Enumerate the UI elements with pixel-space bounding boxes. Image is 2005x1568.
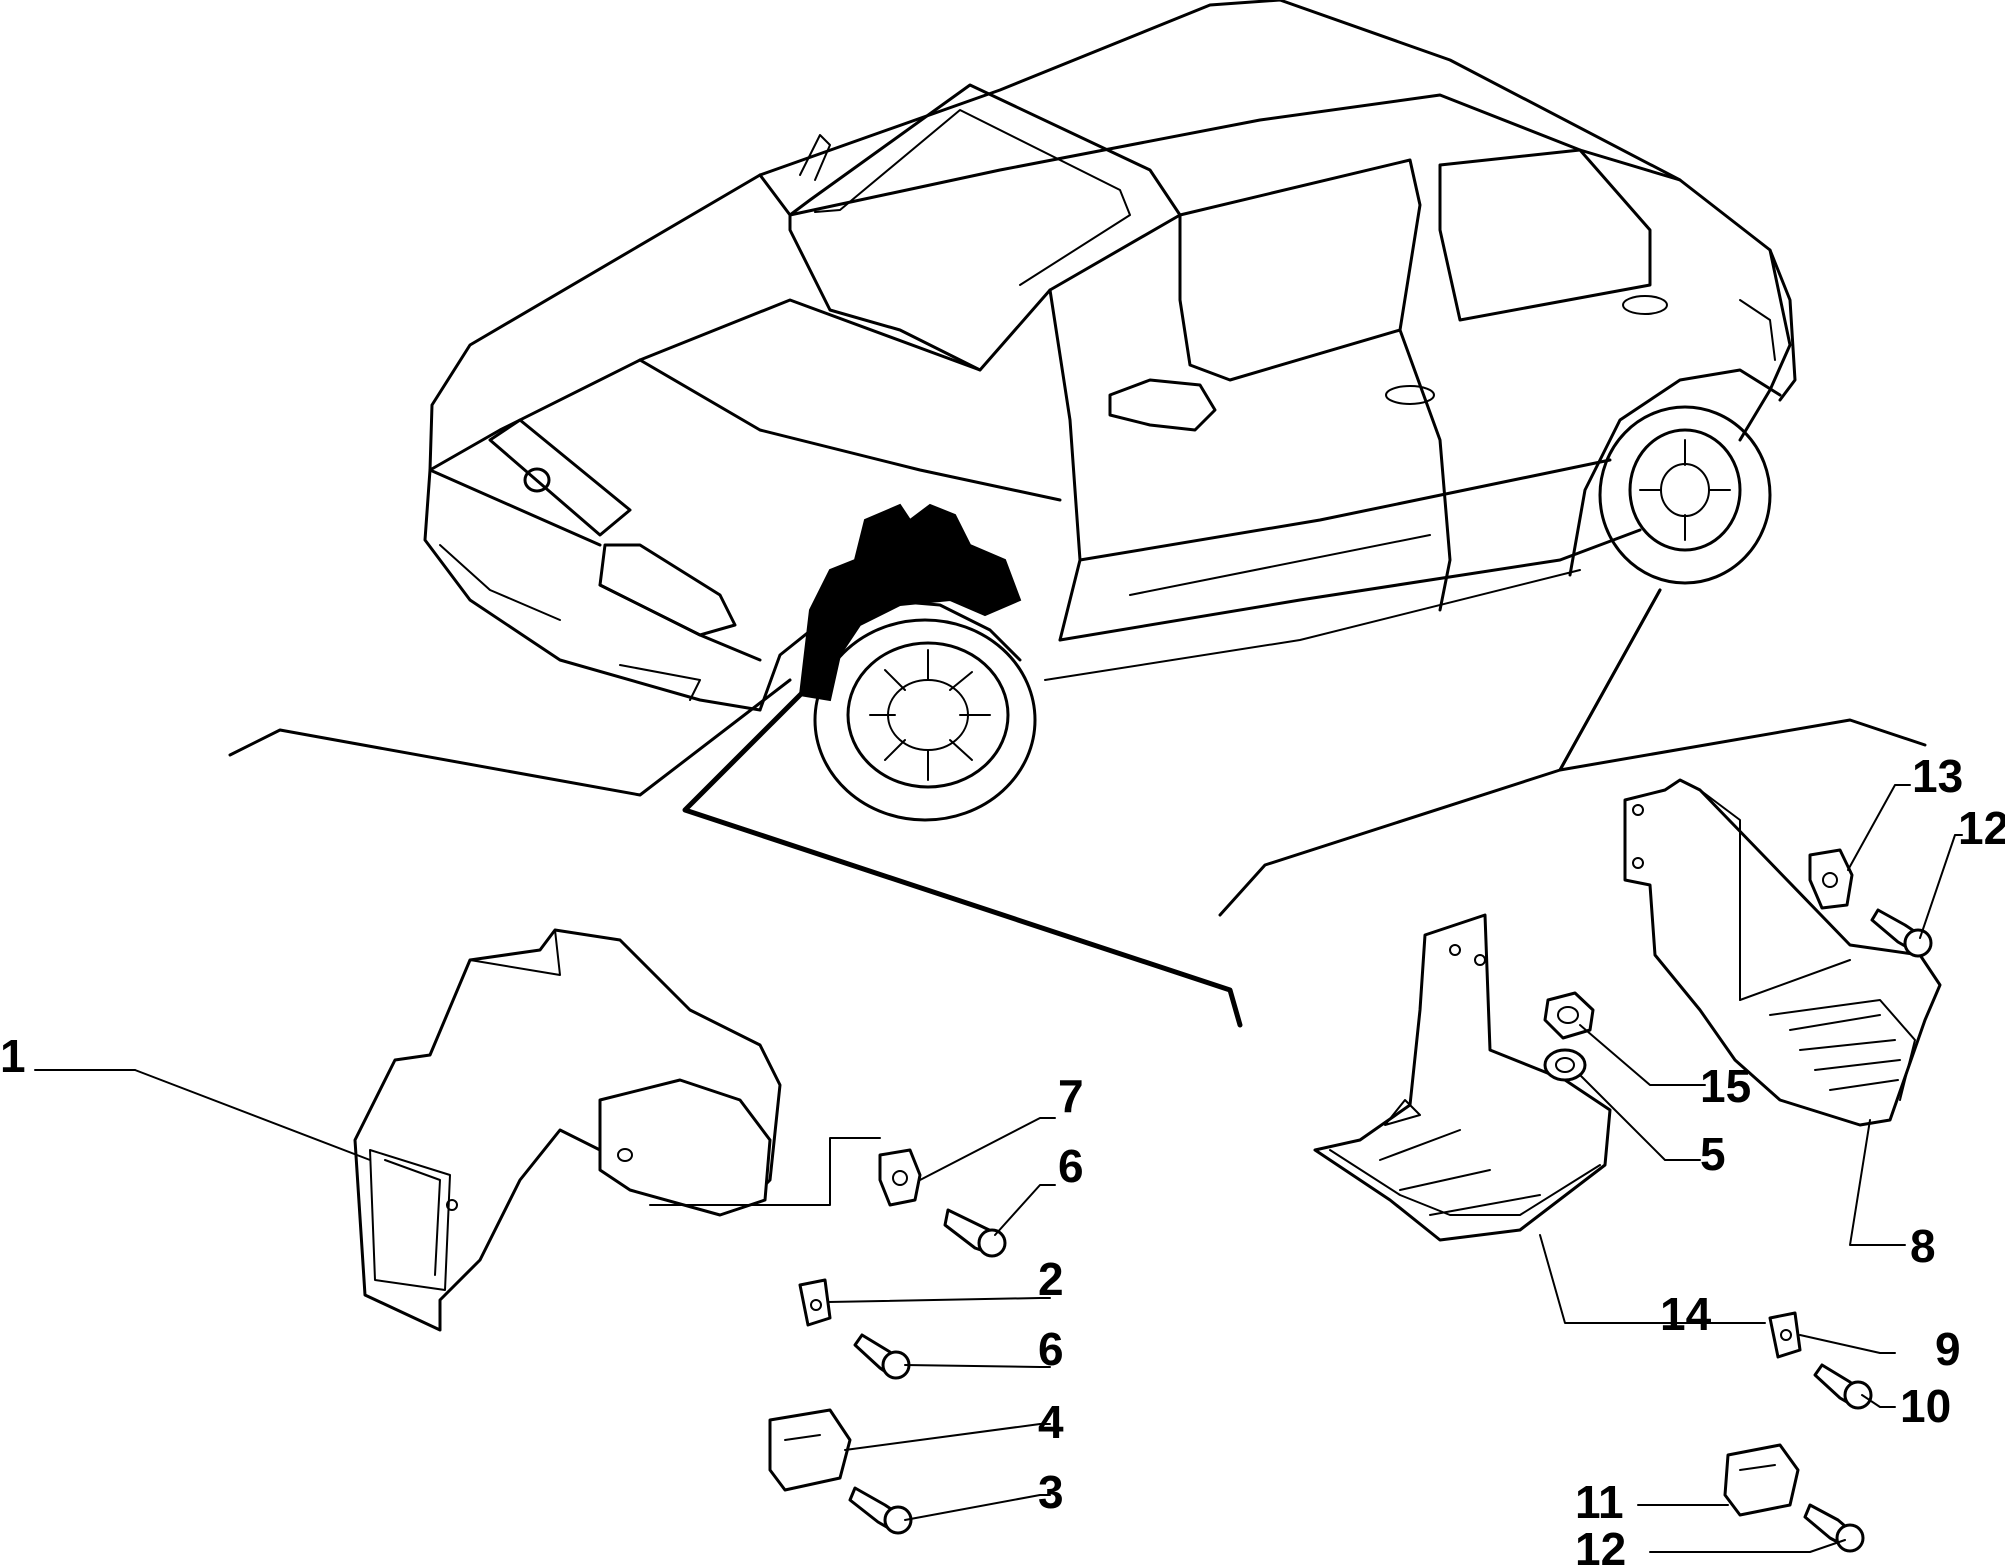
callout-7: 7 [1058, 1070, 1084, 1122]
callout-15: 15 [1700, 1060, 1751, 1112]
part-under-tray [1313, 913, 1612, 1242]
callout-6b: 6 [1038, 1323, 1064, 1375]
callout-4: 4 [1038, 1396, 1064, 1448]
callout-6a: 6 [1058, 1140, 1084, 1192]
callout-10: 10 [1900, 1380, 1951, 1432]
callout-12b: 12 [1575, 1523, 1626, 1568]
car-illustration [423, 0, 1797, 822]
part-wheel-arch-liner [353, 928, 782, 1332]
callout-13: 13 [1912, 750, 1963, 802]
callout-12a: 12 [1958, 802, 2005, 854]
fasteners [768, 848, 1933, 1553]
callout-8: 8 [1910, 1220, 1936, 1272]
callout-leaders [34, 784, 1963, 1553]
callout-9: 9 [1935, 1323, 1961, 1375]
callout-2: 2 [1038, 1253, 1064, 1305]
callout-1: 1 [0, 1030, 26, 1082]
callout-5: 5 [1700, 1128, 1726, 1180]
callout-labels: 1 2 3 4 5 6 6 7 8 9 10 11 12 12 13 14 15 [0, 750, 2005, 1568]
leader-lines [228, 588, 1927, 1028]
callout-3: 3 [1038, 1466, 1064, 1518]
part-rear-guard [1623, 778, 1942, 1127]
callout-14: 14 [1660, 1288, 1712, 1340]
callout-11: 11 [1575, 1476, 1624, 1528]
